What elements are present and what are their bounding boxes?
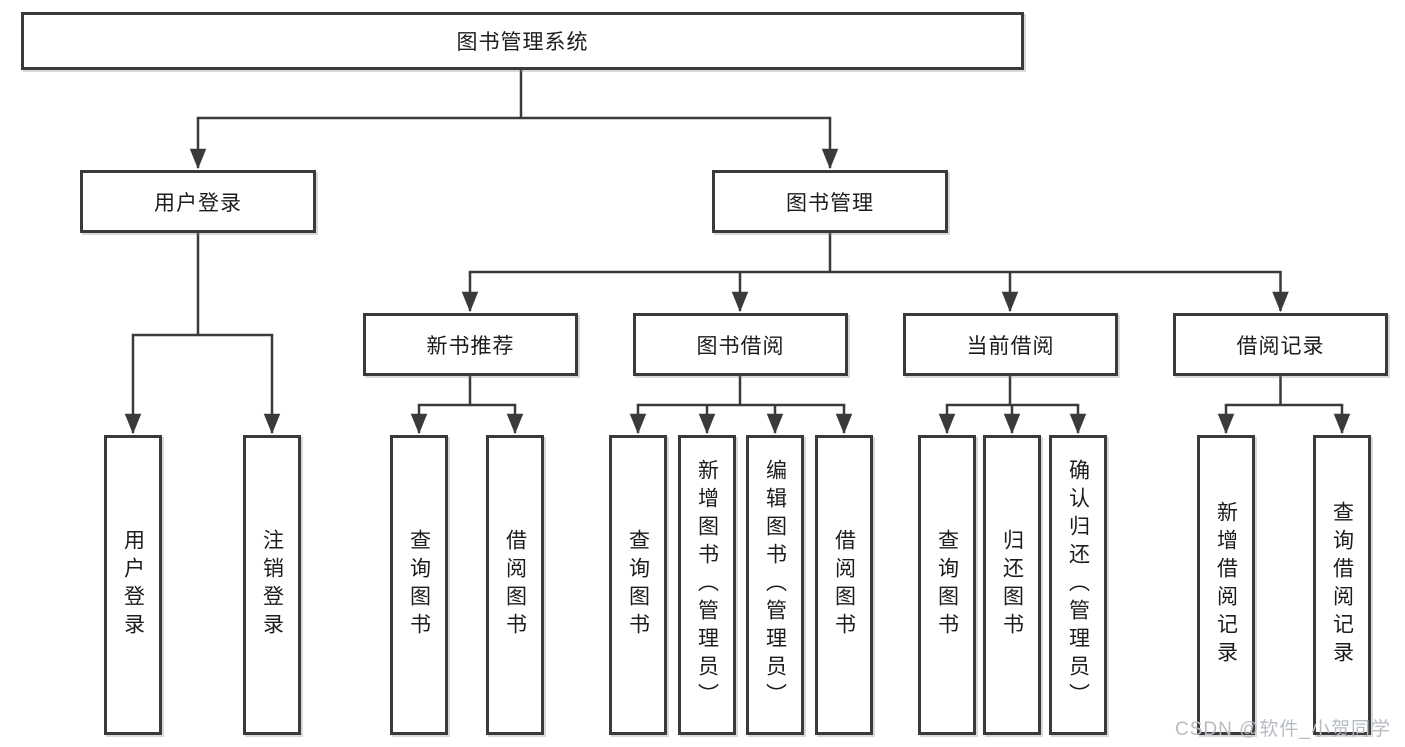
node-user-login: 用户登录 — [80, 170, 316, 233]
node-leaf-bb-query-books: 查询图书 — [609, 435, 667, 735]
node-book-management: 图书管理 — [712, 170, 948, 233]
node-label: 借阅图书 — [832, 529, 856, 641]
node-leaf-br-add-borrow-record: 新增借阅记录 — [1197, 435, 1255, 735]
node-leaf-cb-confirm-return-admin: 确认归还（管理员） — [1049, 435, 1107, 735]
node-label: 查询借阅记录 — [1330, 501, 1354, 669]
node-leaf-logout-login: 注销登录 — [243, 435, 301, 735]
node-label: 新增图书（管理员） — [695, 459, 719, 711]
node-label: 新增借阅记录 — [1214, 501, 1238, 669]
node-label: 查询图书 — [935, 529, 959, 641]
node-label: 归还图书 — [1000, 529, 1024, 641]
node-leaf-nb-query-books: 查询图书 — [390, 435, 448, 735]
node-book-borrowing: 图书借阅 — [633, 313, 848, 376]
csdn-watermark: CSDN @软件_小贺同学 — [1175, 719, 1391, 740]
node-leaf-nb-borrow-books: 借阅图书 — [486, 435, 544, 735]
node-leaf-cb-query-books: 查询图书 — [918, 435, 976, 735]
node-leaf-bb-borrow-books: 借阅图书 — [815, 435, 873, 735]
node-leaf-br-query-borrow-record: 查询借阅记录 — [1313, 435, 1371, 735]
node-label: 注销登录 — [260, 529, 284, 641]
node-leaf-bb-edit-book-admin: 编辑图书（管理员） — [746, 435, 804, 735]
node-label: 编辑图书（管理员） — [763, 459, 787, 711]
node-label: 用户登录 — [121, 529, 145, 641]
node-library-management-system: 图书管理系统 — [21, 12, 1024, 70]
node-label: 确认归还（管理员） — [1066, 459, 1090, 711]
node-leaf-user-login: 用户登录 — [104, 435, 162, 735]
node-label: 借阅图书 — [503, 529, 527, 641]
node-borrowing-records: 借阅记录 — [1173, 313, 1388, 376]
node-leaf-bb-add-book-admin: 新增图书（管理员） — [678, 435, 736, 735]
node-new-book-recommend: 新书推荐 — [363, 313, 578, 376]
node-current-borrowing: 当前借阅 — [903, 313, 1118, 376]
node-leaf-cb-return-books: 归还图书 — [983, 435, 1041, 735]
node-label: 查询图书 — [626, 529, 650, 641]
node-label: 查询图书 — [407, 529, 431, 641]
